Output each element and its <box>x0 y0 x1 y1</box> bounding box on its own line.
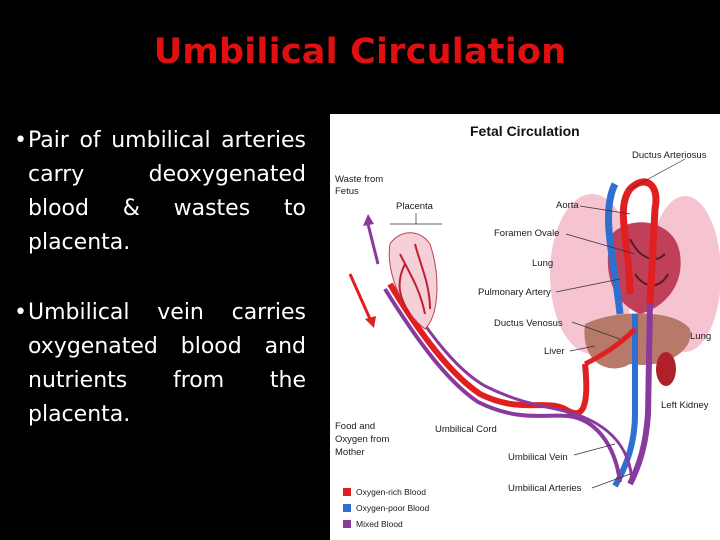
bullet-marker: • <box>14 300 27 325</box>
bullet-text-arteries: Pair of umbilical arteries carry deoxyge… <box>28 128 306 255</box>
bullet-list: • Pair of umbilical arteries carry deoxy… <box>14 124 306 468</box>
legend-label-mixed: Mixed Blood <box>356 519 403 529</box>
leader-umbilical-arteries <box>591 473 631 489</box>
food-arrowhead-icon <box>365 316 376 328</box>
label-umbilical-vein: Umbilical Vein <box>508 452 568 463</box>
waste-arrow-icon <box>366 223 380 265</box>
label-food-1: Food and <box>335 421 375 432</box>
umbilical-vein-vessel <box>387 282 590 417</box>
legend-label-oxygen-poor: Oxygen-poor Blood <box>356 503 430 513</box>
label-waste-1: Waste from <box>335 174 383 185</box>
legend-swatch-mixed <box>343 520 351 528</box>
legend-label-oxygen-rich: Oxygen-rich Blood <box>356 487 426 497</box>
label-food-2: Oxygen from <box>335 434 389 445</box>
bullet-text-vein: Umbilical vein carries oxygenated blood … <box>28 300 306 427</box>
food-arrow-icon <box>348 273 372 320</box>
label-umbilical-arteries: Umbilical Arteries <box>508 483 582 494</box>
label-ductus-venosus: Ductus Venosus <box>494 318 563 329</box>
bullet-item-vein: • Umbilical vein carries oxygenated bloo… <box>14 296 306 432</box>
bullet-marker: • <box>14 128 27 153</box>
waste-arrowhead-icon <box>363 214 374 226</box>
leader-pulmonary <box>555 278 621 293</box>
label-foramen-ovale: Foramen Ovale <box>494 228 559 239</box>
slide-title: Umbilical Circulation <box>153 32 567 72</box>
label-aorta: Aorta <box>556 200 579 211</box>
label-ductus-arteriosus: Ductus Arteriosus <box>632 150 707 161</box>
label-liver: Liver <box>544 346 565 357</box>
umbilical-artery-vessel-2 <box>393 278 634 483</box>
leader-liver <box>569 345 596 352</box>
leader-aorta <box>579 205 631 215</box>
kidney-shape <box>656 352 676 386</box>
label-waste-2: Fetus <box>335 186 359 197</box>
ductus-venosus-vessel <box>583 327 637 367</box>
leader-umbilical-vein <box>573 443 616 456</box>
label-pulmonary-artery: Pulmonary Artery <box>478 287 551 298</box>
leader-ductus-venosus <box>571 321 621 340</box>
ductus-arteriosus-vessel <box>605 182 624 315</box>
label-umbilical-cord: Umbilical Cord <box>435 424 497 435</box>
aorta-vessel <box>619 178 660 305</box>
label-lung-right: Lung <box>690 331 711 342</box>
bullet-item-arteries: • Pair of umbilical arteries carry deoxy… <box>14 124 306 260</box>
leader-ductus-arteriosus <box>629 158 686 190</box>
figure-title: Fetal Circulation <box>470 123 580 139</box>
placenta-vessels <box>398 243 431 315</box>
legend-swatch-oxygen-poor <box>343 504 351 512</box>
label-placenta: Placenta <box>396 201 434 212</box>
umbilical-artery-vessel <box>383 287 622 483</box>
label-left-kidney: Left Kidney <box>661 400 709 411</box>
legend-swatch-oxygen-rich <box>343 488 351 496</box>
label-lung-left: Lung <box>532 258 553 269</box>
fetal-circulation-figure: Fetal Circulation Ductus Arteriosus Wast… <box>330 114 720 540</box>
label-food-3: Mother <box>335 447 365 458</box>
descending-aorta <box>627 303 653 486</box>
fetal-circulation-diagram: Fetal Circulation Ductus Arteriosus Wast… <box>335 123 720 529</box>
leader-foramen <box>565 233 636 255</box>
